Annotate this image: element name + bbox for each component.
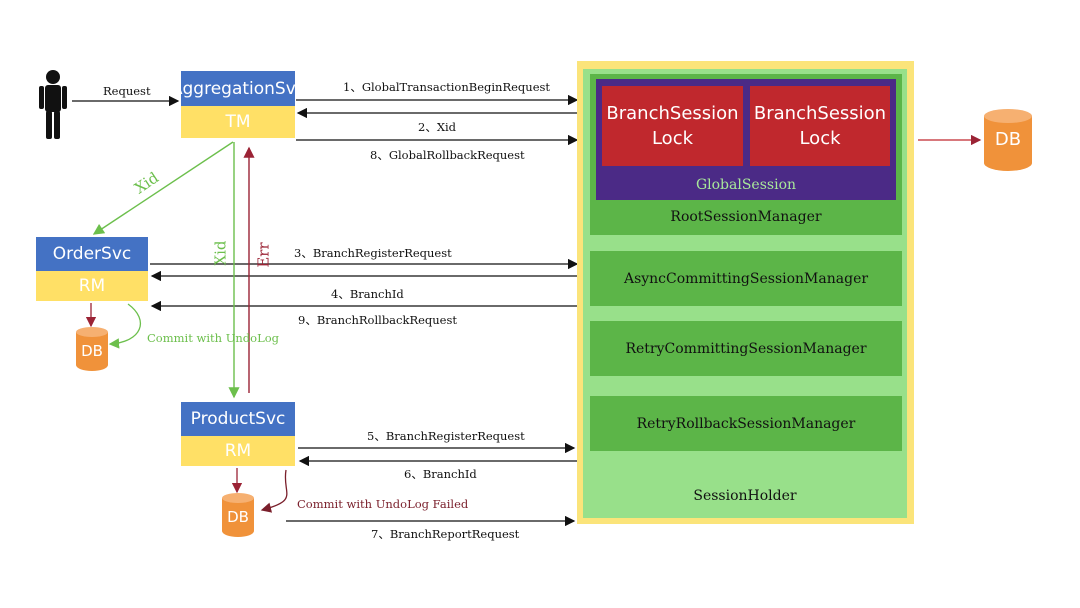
msg-2-label: 2、Xid xyxy=(418,120,457,134)
order-svc-name: OrderSvc xyxy=(36,237,148,271)
msg-4-label: 4、BranchId xyxy=(331,287,404,301)
global-session-label: GlobalSession xyxy=(695,177,797,193)
server-db-label: DB xyxy=(994,129,1022,150)
msg-6-label: 6、BranchId xyxy=(404,467,477,481)
server-db-icon xyxy=(984,109,1032,171)
order-db-label: DB xyxy=(81,342,103,360)
xid-order-arrow xyxy=(92,141,234,235)
commit-order-label: Commit with UndoLog xyxy=(147,331,279,345)
err-label: Err xyxy=(254,242,273,268)
msg-9-label: 9、BranchRollbackRequest xyxy=(298,313,458,327)
commit-order-curve xyxy=(108,303,142,349)
msg-7-label: 7、BranchReportRequest xyxy=(371,527,520,541)
session-holder-label: SessionHolder xyxy=(693,488,797,504)
branch-session-lock-1: BranchSession Lock xyxy=(602,86,743,166)
product-db-icon xyxy=(222,493,254,537)
commit-product-label: Commit with UndoLog Failed xyxy=(297,497,469,511)
product-svc-role: RM xyxy=(181,436,295,466)
user-actor-icon xyxy=(39,70,67,139)
commit-product-curve xyxy=(260,469,288,513)
msg-3-label: 3、BranchRegisterRequest xyxy=(294,246,452,260)
msg-1-label: 1、GlobalTransactionBeginRequest xyxy=(343,80,551,94)
msg-5-label: 5、BranchRegisterRequest xyxy=(367,429,525,443)
request-label: Request xyxy=(103,84,151,98)
root-session-manager-label: RootSessionManager xyxy=(670,209,822,225)
product-svc-name: ProductSvc xyxy=(181,402,295,436)
msg-8-label: 8、GlobalRollbackRequest xyxy=(370,148,525,162)
xid-product-label: Xid xyxy=(211,240,230,266)
retry-rollback-session-manager: RetryRollbackSessionManager xyxy=(590,396,902,451)
product-db-label: DB xyxy=(227,508,249,526)
async-committing-session-manager: AsyncCommittingSessionManager xyxy=(590,251,902,306)
branch-session-lock-2: BranchSession Lock xyxy=(750,86,890,166)
aggregation-svc-role: TM xyxy=(181,106,295,138)
retry-committing-session-manager: RetryCommittingSessionManager xyxy=(590,321,902,376)
order-db-icon xyxy=(76,327,108,371)
order-svc-role: RM xyxy=(36,271,148,301)
aggregation-svc-name: AggregationSvc xyxy=(171,71,305,106)
